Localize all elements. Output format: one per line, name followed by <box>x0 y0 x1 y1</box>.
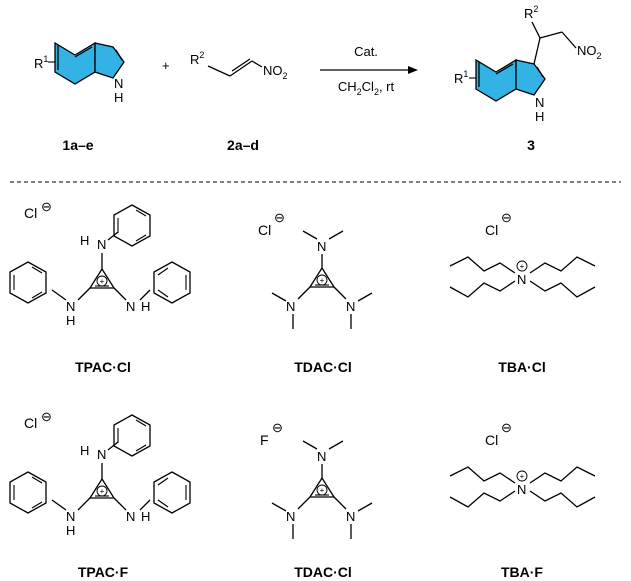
anion-charge: ⊖ <box>274 210 285 225</box>
top-phenyl-ring <box>113 414 151 457</box>
left-n-atom: N <box>66 509 75 524</box>
anion-label: F <box>260 432 269 448</box>
cyclopropenium-ring <box>88 267 116 289</box>
product-nh-hydrogen: H <box>535 109 544 124</box>
top-h-atom: H <box>80 443 89 458</box>
butyl-chain <box>529 256 596 274</box>
catalyst-name: TBA·Cl <box>498 359 545 375</box>
top-h-atom: H <box>80 233 89 248</box>
indole-pyrrole-ring <box>94 42 125 79</box>
right-phenyl-ring <box>153 471 191 514</box>
catalyst-tpac-f: Cl ⊖ + N H N H N H <box>9 409 191 538</box>
butyl-chain <box>529 466 596 484</box>
ammonium-n-atom: N <box>517 482 526 497</box>
left-n-atom: N <box>66 299 75 314</box>
anion-charge: ⊖ <box>272 420 283 435</box>
svg-text:+: + <box>520 262 525 271</box>
left-h-atom: H <box>66 523 75 538</box>
product-nitro-group: NO2 <box>577 43 602 61</box>
nitroalkene-reactant: R2 NO2 <box>190 50 288 81</box>
product-r2-label: R2 <box>524 4 538 21</box>
reactant2-label: 2a–d <box>227 137 259 153</box>
catalyst-name: TDAC·Cl <box>294 359 352 375</box>
cyclopropenium-ring <box>308 266 336 288</box>
svg-text:+: + <box>100 277 105 286</box>
cyclopropenium-ring <box>308 476 336 498</box>
top-phenyl-ring <box>113 204 151 247</box>
ammonium-n-atom: N <box>517 272 526 287</box>
top-n-atom: N <box>317 239 326 254</box>
product-structure: R2 NO2 R1 N H <box>454 4 602 124</box>
anion-label: Cl <box>485 222 498 238</box>
right-h-atom: H <box>141 509 150 524</box>
right-n-atom: N <box>346 509 355 524</box>
left-n-atom: N <box>286 299 295 314</box>
anion-charge: ⊖ <box>41 199 52 214</box>
left-phenyl-ring <box>9 471 47 514</box>
anion-label: Cl <box>24 415 37 431</box>
svg-text:+: + <box>100 487 105 496</box>
r2-label: R2 <box>190 50 204 67</box>
anion-label: Cl <box>485 432 498 448</box>
svg-text:+: + <box>520 472 525 481</box>
anion-label: Cl <box>258 222 271 238</box>
catalyst-name: TPAC·Cl <box>75 359 131 375</box>
catalyst-name: TPAC·F <box>78 564 129 580</box>
catalyst-tba-f: Cl ⊖ N + <box>449 420 596 508</box>
right-phenyl-ring <box>153 261 191 304</box>
indole-nh-hydrogen: H <box>114 90 123 105</box>
right-n-atom: N <box>126 299 135 314</box>
reactant1-label: 1a–e <box>62 137 93 153</box>
conditions-label: CH2Cl2, rt <box>338 79 395 97</box>
butyl-chain <box>529 280 596 298</box>
catalyst-tdac-cl: Cl ⊖ + N N N <box>258 210 373 329</box>
svg-text:+: + <box>320 276 325 285</box>
right-n-atom: N <box>126 509 135 524</box>
top-n-atom: N <box>317 449 326 464</box>
product-r1-label: R1 <box>454 69 468 86</box>
anion-label: Cl <box>24 205 37 221</box>
butyl-chain <box>449 256 516 274</box>
indole-n-atom: N <box>114 76 123 91</box>
product-pyrrole-ring <box>515 59 546 96</box>
top-n-atom: N <box>97 447 106 462</box>
indole-reactant: R1 N H <box>34 41 125 105</box>
catalyst-tba-cl: Cl ⊖ N + <box>449 210 596 298</box>
butyl-chain <box>449 490 516 508</box>
top-n-atom: N <box>97 237 106 252</box>
left-phenyl-ring <box>9 261 47 304</box>
left-n-atom: N <box>286 509 295 524</box>
right-h-atom: H <box>141 299 150 314</box>
r1-label: R1 <box>34 54 48 71</box>
butyl-chain <box>529 490 596 508</box>
cyclopropenium-ring <box>88 477 116 499</box>
left-h-atom: H <box>66 313 75 328</box>
catalyst-name: TBA·F <box>501 564 543 580</box>
product-label: 3 <box>527 137 535 153</box>
anion-charge: ⊖ <box>501 420 512 435</box>
butyl-chain <box>449 466 516 484</box>
svg-text:+: + <box>320 486 325 495</box>
catalyst-tdac-f: F ⊖ + N N N <box>260 420 373 539</box>
catalyst-label: Cat. <box>354 44 378 59</box>
plus-sign: + <box>162 58 170 73</box>
catalyst-name: TDAC·Cl <box>294 564 352 580</box>
butyl-chain <box>449 280 516 298</box>
reaction-arrow: Cat. CH2Cl2, rt <box>320 44 418 97</box>
catalyst-tpac-cl: Cl ⊖ + N H N H N H <box>9 199 191 328</box>
nitro-group: NO2 <box>263 63 288 81</box>
right-n-atom: N <box>346 299 355 314</box>
product-n-atom: N <box>535 95 544 110</box>
anion-charge: ⊖ <box>501 210 512 225</box>
anion-charge: ⊖ <box>41 409 52 424</box>
